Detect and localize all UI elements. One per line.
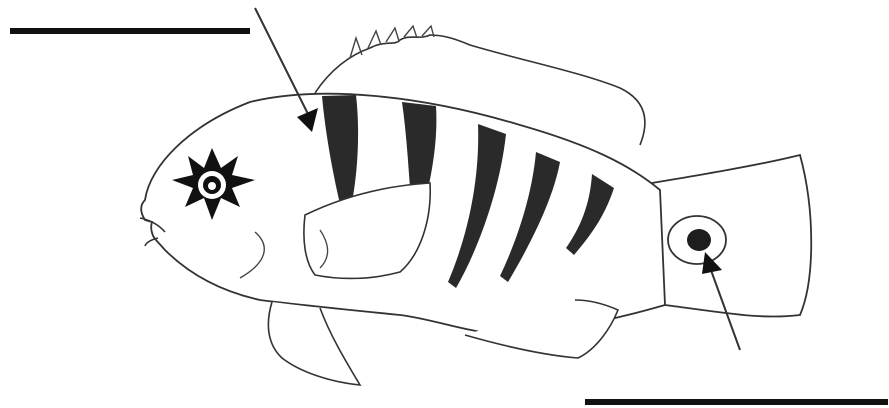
- eye-highlight: [208, 182, 216, 190]
- dorsal-fin-spines: [350, 26, 434, 58]
- callout-arrow-lower-right-shaft: [708, 262, 740, 350]
- pelvic-fin: [268, 302, 360, 385]
- tail-eyespot: [687, 229, 711, 251]
